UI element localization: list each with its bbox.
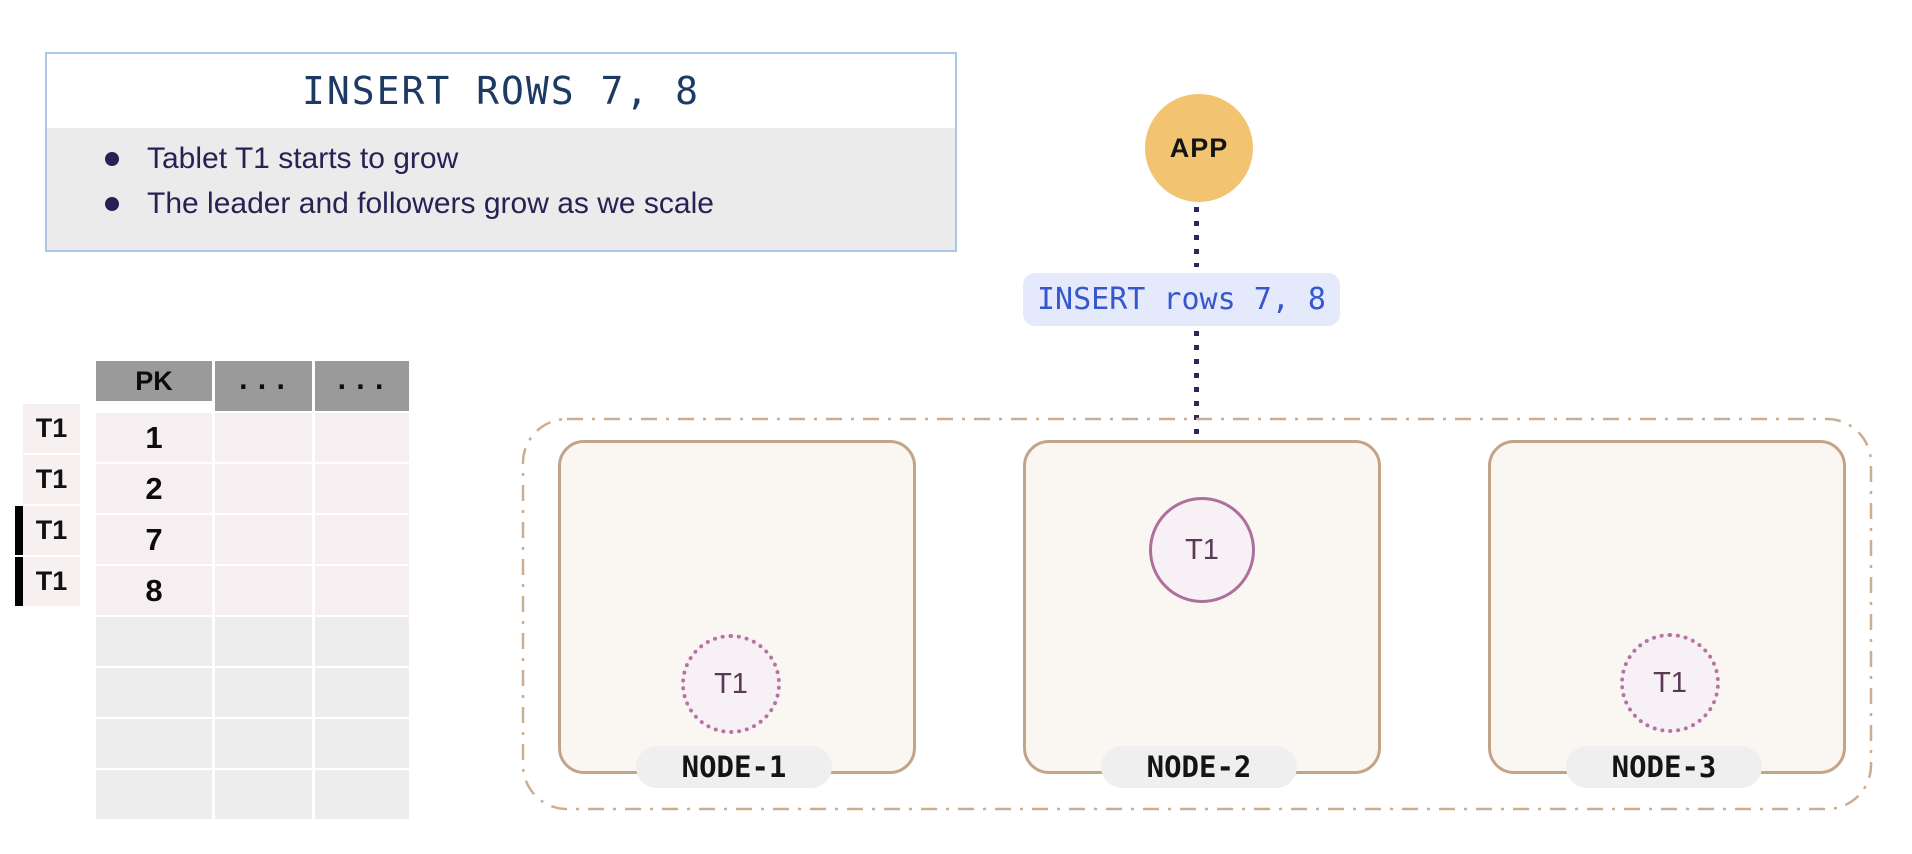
empty-cell (215, 413, 312, 462)
tablet-row-labels: T1 T1 T1 T1 (15, 404, 80, 608)
table-row-empty (96, 617, 409, 666)
empty-cell (315, 566, 409, 615)
empty-cell (315, 617, 409, 666)
empty-cell (215, 617, 312, 666)
bullet-dot-icon (105, 196, 119, 211)
row-label-t1-new: T1 (15, 506, 80, 555)
node-label: NODE-1 (636, 746, 832, 788)
empty-cell (96, 617, 212, 666)
pk-cell: 8 (145, 572, 163, 608)
cluster-boundary (521, 417, 1873, 811)
empty-cell (215, 668, 312, 717)
empty-cell (96, 770, 212, 819)
tablet-label: T1 (1653, 666, 1687, 699)
bullet-dot-icon (105, 151, 119, 166)
empty-cell (315, 515, 409, 564)
pk-cell: 2 (145, 470, 163, 506)
table-row: 1 (96, 413, 409, 462)
empty-cell (315, 770, 409, 819)
node-2-box (1023, 440, 1381, 774)
table-header-cell-ellipsis: ... (315, 361, 409, 411)
info-panel-title: INSERT ROWS 7, 8 (47, 54, 955, 128)
table-row-empty (96, 668, 409, 717)
table-header-cell-ellipsis: ... (215, 361, 312, 411)
bullet-text: The leader and followers grow as we scal… (147, 186, 714, 220)
request-dotted-line (1194, 331, 1199, 473)
empty-cell (315, 413, 409, 462)
app-circle: APP (1145, 94, 1253, 202)
row-label-t1: T1 (23, 455, 80, 504)
pk-cell: 1 (145, 419, 163, 455)
empty-cell (96, 719, 212, 768)
row-label-t1: T1 (23, 404, 80, 453)
table-row: 2 (96, 464, 409, 513)
table-row-empty (96, 719, 409, 768)
node-label: NODE-3 (1566, 746, 1762, 788)
empty-cell (215, 566, 312, 615)
row-label-t1-new: T1 (15, 557, 80, 606)
table-row-new: 7 (96, 515, 409, 564)
empty-cell (215, 515, 312, 564)
table-row-empty (96, 770, 409, 819)
bullet-item: The leader and followers grow as we scal… (105, 181, 955, 226)
table-header-cell-pk: PK (96, 361, 212, 401)
info-bullet-list: Tablet T1 starts to grow The leader and … (47, 128, 955, 250)
empty-cell (315, 464, 409, 513)
tablet-table: PK ... ... 1 2 7 8 (96, 361, 409, 821)
empty-cell (215, 770, 312, 819)
insert-query-badge: INSERT rows 7, 8 (1023, 273, 1340, 326)
empty-cell (96, 668, 212, 717)
empty-cell (315, 719, 409, 768)
tablet-label: T1 (714, 667, 748, 700)
pk-cell: 7 (145, 521, 163, 557)
tablet-label: T1 (1185, 533, 1219, 566)
insert-info-panel: INSERT ROWS 7, 8 Tablet T1 starts to gro… (45, 52, 957, 252)
tablet-circle-leader: T1 (1149, 497, 1255, 603)
app-label: APP (1169, 132, 1229, 163)
tablet-circle-follower: T1 (681, 634, 781, 734)
node-label: NODE-2 (1101, 746, 1297, 788)
empty-cell (215, 464, 312, 513)
empty-cell (215, 719, 312, 768)
bullet-item: Tablet T1 starts to grow (105, 136, 955, 181)
table-row-new: 8 (96, 566, 409, 615)
table-header-row: PK ... ... (96, 361, 409, 411)
empty-cell (315, 668, 409, 717)
bullet-text: Tablet T1 starts to grow (147, 141, 459, 175)
request-dotted-line (1194, 207, 1199, 267)
tablet-circle-follower: T1 (1620, 633, 1720, 733)
